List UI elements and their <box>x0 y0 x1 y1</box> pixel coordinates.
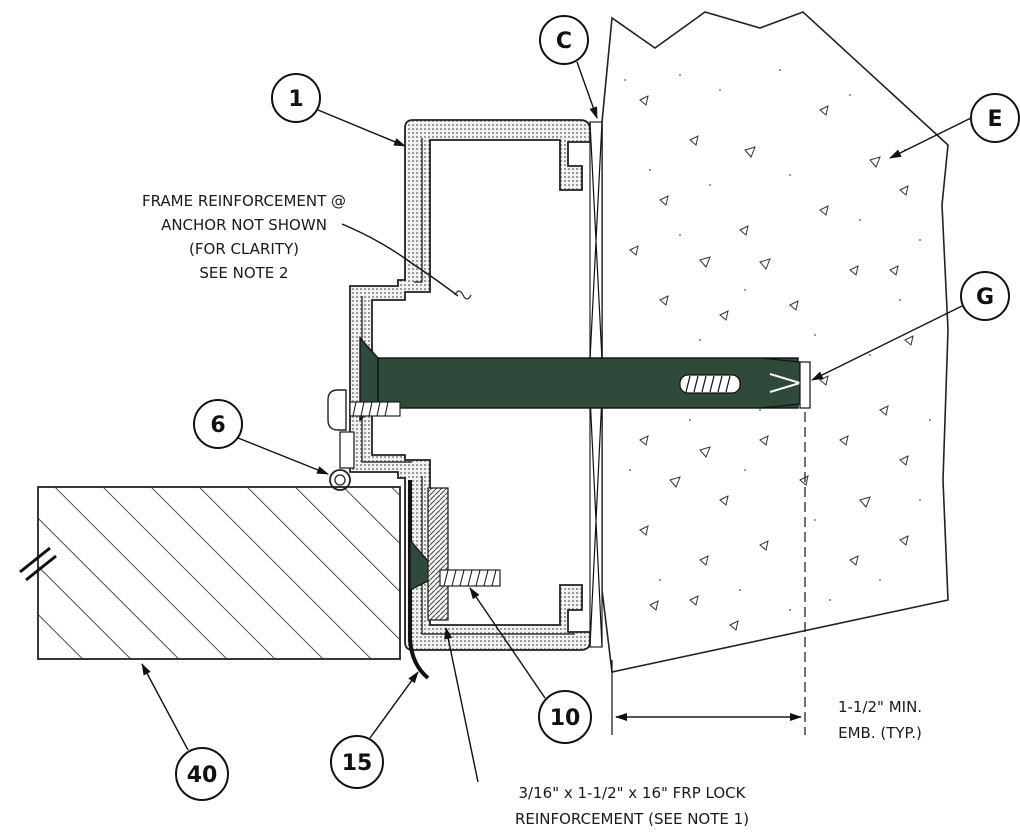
note-frame-reinforcement: FRAME REINFORCEMENT @ ANCHOR NOT SHOWN (… <box>142 192 459 297</box>
aggregate-marks <box>629 95 914 631</box>
note-frame-reinf-line4: SEE NOTE 2 <box>199 264 288 282</box>
callout-e: E <box>889 93 1020 159</box>
callout-c: C <box>539 15 598 119</box>
note-frp-reinforcement: 3/16" x 1-1/2" x 16" FRP LOCK REINFORCEM… <box>444 627 749 828</box>
bubble-40-label: 40 <box>187 763 218 788</box>
bubble-c-label: C <box>556 29 572 54</box>
bubble-1-label: 1 <box>288 87 303 112</box>
callout-40: 40 <box>141 663 229 801</box>
note-emb-line1: 1-1/2" MIN. <box>838 698 922 716</box>
callout-10: 10 <box>469 587 592 744</box>
lock-screw <box>439 569 501 587</box>
concrete-wall <box>601 11 949 673</box>
bubble-15-label: 15 <box>342 751 373 776</box>
callout-g: G <box>811 271 1010 381</box>
embedment-dimension <box>611 412 806 735</box>
bubble-6-label: 6 <box>210 413 225 438</box>
door-leaf-section <box>19 486 401 660</box>
note-emb-line2: EMB. (TYP.) <box>838 724 922 742</box>
silencer-and-screw <box>327 389 401 491</box>
note-frame-reinf-line3: (FOR CLARITY) <box>189 240 299 258</box>
callout-15: 15 <box>330 671 419 789</box>
anchor-bolt <box>359 336 811 422</box>
frp-lock-reinforcement <box>427 487 449 621</box>
note-frp-line1: 3/16" x 1-1/2" x 16" FRP LOCK <box>519 784 747 802</box>
note-frame-reinf-line1: FRAME REINFORCEMENT @ <box>142 192 346 210</box>
note-embedment: 1-1/2" MIN. EMB. (TYP.) <box>838 698 922 742</box>
bubble-10-label: 10 <box>550 706 581 731</box>
callout-6: 6 <box>193 399 329 475</box>
callout-1: 1 <box>271 73 406 147</box>
bubble-e-label: E <box>987 107 1002 132</box>
note-frp-line2: REINFORCEMENT (SEE NOTE 1) <box>515 810 749 828</box>
bubble-g-label: G <box>976 285 994 310</box>
note-frame-reinf-line2: ANCHOR NOT SHOWN <box>161 216 327 234</box>
